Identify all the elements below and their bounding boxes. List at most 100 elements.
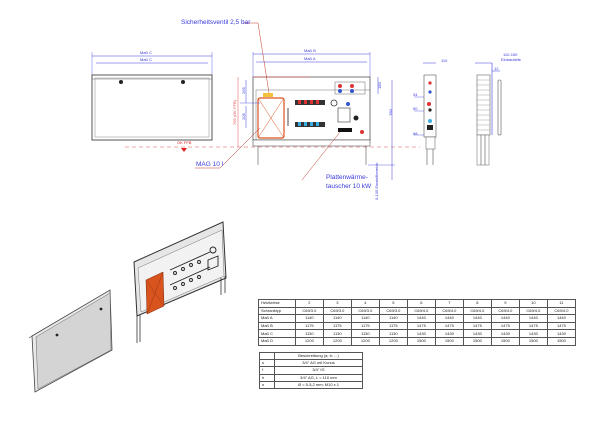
size-cell: 1130 — [350, 329, 380, 338]
size-cell: 1140 — [350, 314, 380, 323]
dim-front-outer: Maß C — [140, 50, 152, 55]
table-row: Maß A 1140 1140 1140 1140 1440 1440 1440… — [258, 314, 577, 323]
size-cell: 1440 — [406, 314, 436, 323]
size-cell: 1140 — [294, 314, 324, 323]
size-cell: 1440 — [462, 314, 492, 323]
size-cell: 1175 — [294, 321, 324, 331]
size-cell: 1130 — [378, 329, 408, 338]
size-cell: 1200 — [322, 336, 352, 346]
size-cell: C69/4.0 — [518, 306, 548, 316]
dim-side-depth: 110 — [441, 58, 448, 63]
description-key: n — [259, 380, 275, 389]
size-col-header: 8 — [462, 299, 492, 308]
size-cell: 1475 — [546, 321, 577, 331]
dim-side-offset-3: 68 — [413, 131, 418, 136]
size-col-header: 11 — [546, 299, 577, 308]
size-cell: C69/3.0 — [378, 306, 408, 316]
size-cell: C69/3.0 — [350, 306, 380, 316]
size-cell: 1175 — [322, 321, 352, 331]
size-col-header: 10 — [518, 299, 548, 308]
floor-level-label: OK FFB — [177, 140, 192, 145]
front-cover-view — [91, 52, 213, 141]
size-cell: 1200 — [350, 336, 380, 346]
table-row: s 3/4" AG mit Konus — [259, 359, 363, 368]
side-view — [414, 62, 437, 165]
size-cell: 1175 — [378, 321, 408, 331]
size-cell: 1140 — [322, 314, 352, 323]
size-cell: 1440 — [546, 314, 577, 323]
size-cell: C69/4.0 — [462, 306, 492, 316]
dim-adjust-value: 0-130 — [374, 189, 379, 200]
dim-height-upper: 265 — [240, 87, 246, 94]
mag-leader — [219, 127, 261, 169]
description-key: f — [259, 366, 275, 375]
dim-height-total-left: 705 (OK FFB) — [231, 100, 237, 125]
size-cell: 1500 — [462, 336, 492, 346]
safety-valve-leader — [257, 22, 270, 94]
dim-front-inner: Maß C — [140, 57, 152, 62]
size-cell: 1475 — [406, 321, 436, 331]
description-text: 3/4" AG, L = 110 mm — [274, 373, 363, 382]
size-cell: 1430 — [406, 329, 436, 338]
size-cell: C69/3.0 — [322, 306, 352, 316]
row-label: Maß A — [258, 314, 296, 323]
size-cell: C69/4.0 — [490, 306, 520, 316]
table-row: f 3/4" IG — [259, 366, 363, 375]
size-cell: 1500 — [518, 336, 548, 346]
size-cell: 1430 — [490, 329, 520, 338]
expansion-vessel-label: MAG 10 l — [196, 161, 224, 168]
dim-height-right-top: 180 — [376, 82, 382, 89]
size-cell: 1475 — [518, 321, 548, 331]
safety-valve-label: Sicherheitsventil 2,5 bar — [181, 19, 251, 26]
description-text: 3/4" IG — [274, 366, 363, 375]
size-cell: 1130 — [322, 329, 352, 338]
description-header: Beschreibung (a; b; ...) — [274, 351, 363, 361]
size-cell: 1500 — [546, 336, 577, 346]
size-cell: C69/3.0 — [294, 306, 324, 316]
dim-height-lower: 205 — [240, 113, 246, 120]
size-col-header: 2 — [294, 299, 324, 308]
size-col-header: 4 — [350, 299, 380, 308]
size-cell: 1500 — [434, 336, 464, 346]
dim-side-offset-2: 50 — [413, 106, 418, 111]
table-row: Maß D 1200 1200 1200 1200 1500 1500 1500… — [258, 336, 577, 346]
size-cell: 1500 — [490, 336, 520, 346]
description-header-row: Beschreibung (a; b; ...) — [259, 351, 363, 361]
size-col-header: 7 — [434, 299, 464, 308]
dim-frame-offset: 12 — [494, 66, 499, 71]
description-text: Ø = 5-5,2 mm; M10 x 1 — [274, 380, 363, 389]
dim-depth-label: Einbautiefe — [501, 57, 522, 62]
table-row: n Ø = 5-5,2 mm; M10 x 1 — [259, 380, 363, 389]
size-cell: C69/4.0 — [406, 306, 436, 316]
isometric-cabinet — [133, 221, 227, 343]
size-cell: 1430 — [462, 329, 492, 338]
size-cell: 1430 — [518, 329, 548, 338]
dim-height-right-total: 780 — [387, 109, 393, 116]
size-cell: 1440 — [434, 314, 464, 323]
size-table-type-row: Schranktyp C69/3.0 C69/3.0 C69/3.0 C69/3… — [258, 306, 577, 316]
table-row: h 3/4" AG, L = 110 mm — [259, 373, 363, 382]
floor-marker — [181, 148, 187, 152]
isometric-cover — [28, 289, 113, 393]
size-cell: 1430 — [546, 329, 577, 338]
size-cell: 1475 — [490, 321, 520, 331]
size-cell: 1130 — [294, 329, 324, 338]
dim-cabinet-inner: Maß A — [304, 56, 316, 61]
size-cell: C69/4.0 — [434, 306, 464, 316]
row-label: Maß D — [258, 336, 296, 346]
size-col-header: 9 — [490, 299, 520, 308]
dim-side-offset-1: 34 — [413, 92, 418, 97]
dim-adjust-range: 0-130 Einstellbereich — [374, 163, 379, 200]
description-table: Beschreibung (a; b; ...) s 3/4" AG mit K… — [259, 351, 363, 389]
description-header-spacer — [259, 351, 275, 361]
size-col-header: 5 — [378, 299, 408, 308]
size-cell: 1140 — [378, 314, 408, 323]
row-label: Maß B — [258, 321, 296, 331]
dim-adjust-label: Einstellbereich — [374, 162, 379, 189]
size-table-header-row: Heizkreise 2 3 4 5 6 7 8 9 10 11 — [258, 299, 577, 308]
table-row: Maß B 1175 1175 1175 1175 1475 1475 1475… — [258, 321, 577, 331]
dim-cabinet-outer: Maß B — [304, 48, 316, 53]
size-col-header: 3 — [322, 299, 352, 308]
size-cell: 1475 — [462, 321, 492, 331]
